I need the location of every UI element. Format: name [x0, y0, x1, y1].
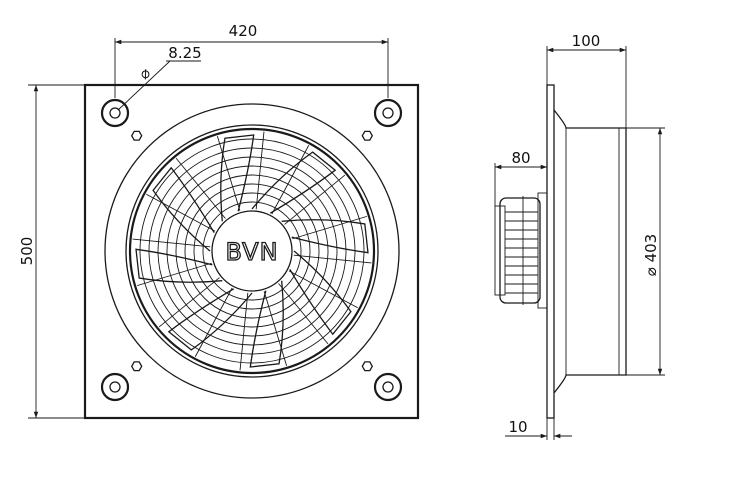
- impeller-blade: [167, 288, 253, 351]
- guard-ring: [166, 165, 338, 337]
- guard-spoke: [216, 135, 241, 211]
- front-view: BVN 420: [18, 22, 420, 420]
- mounting-hole-top-left: [100, 98, 130, 128]
- guard-spoke: [293, 254, 372, 264]
- ring-bolts: [130, 130, 374, 372]
- hub: [211, 210, 293, 292]
- outer-ring: [104, 103, 400, 399]
- brand-logo: BVN: [225, 238, 278, 266]
- side-motor: [494, 192, 548, 309]
- dimension-diameter: ⌀ 403: [626, 127, 665, 376]
- guard-spoke: [158, 277, 220, 328]
- dimension-motor-depth-label: 80: [511, 149, 530, 167]
- guard-spoke: [194, 287, 233, 357]
- guard-rings: [139, 138, 365, 364]
- guard-spokes: [132, 131, 372, 371]
- impeller-blade: [152, 166, 215, 252]
- guard-spoke: [271, 145, 310, 215]
- guard-ring: [193, 192, 311, 310]
- impeller-blade: [281, 219, 369, 254]
- guard-ring: [202, 201, 302, 301]
- guard-spoke: [292, 215, 368, 240]
- hole-diameter-symbol: ⌀: [135, 64, 154, 83]
- dimension-width-label: 420: [229, 22, 258, 40]
- impeller-blade: [289, 250, 352, 336]
- guard-spoke: [175, 157, 226, 219]
- mounting-plate: [83, 83, 420, 420]
- mounting-hole-bottom-right: [373, 372, 403, 402]
- guard-spoke: [132, 238, 211, 248]
- ring-bolt: [130, 130, 143, 141]
- guard-ring: [184, 183, 320, 319]
- dimension-width: 420: [114, 22, 389, 98]
- guard-ring: [157, 156, 347, 346]
- ring-bolt: [361, 361, 374, 372]
- dimension-height-label: 500: [18, 237, 36, 266]
- impeller-blades: [135, 134, 369, 368]
- impeller-blade: [249, 280, 284, 368]
- guard-spoke: [278, 283, 329, 345]
- dimension-depth: 100: [546, 32, 627, 128]
- guard-outer: [128, 127, 376, 375]
- dimension-hole: ⌀ 8.25: [117, 44, 202, 111]
- guard-spoke: [255, 131, 265, 210]
- dimension-thickness-label: 10: [508, 418, 527, 436]
- guard-spoke: [288, 270, 358, 309]
- mounting-hole-top-right: [373, 98, 403, 128]
- side-plate: [546, 84, 555, 419]
- guard-spoke: [146, 193, 216, 232]
- dimension-motor-depth: 80: [494, 149, 548, 206]
- side-housing: [553, 109, 627, 394]
- impeller-blade: [220, 134, 255, 222]
- ring-bolt: [130, 361, 143, 372]
- impeller-blade: [251, 151, 337, 214]
- dimension-depth-label: 100: [572, 32, 601, 50]
- dimension-thickness: 10: [505, 418, 572, 440]
- guard-spoke: [284, 174, 346, 225]
- guard-ring: [175, 174, 329, 328]
- guard-ring: [139, 138, 365, 364]
- guard-spoke: [136, 262, 212, 287]
- impeller-blade: [135, 248, 223, 283]
- ring-bolt: [361, 130, 374, 141]
- guard-spoke: [263, 291, 288, 367]
- dimension-diameter-label: ⌀ 403: [642, 234, 660, 276]
- guard-spoke: [239, 292, 249, 371]
- inner-ring: [125, 124, 379, 378]
- mounting-hole-bottom-left: [100, 372, 130, 402]
- dimension-height: 500: [18, 84, 85, 419]
- hole-diameter-label: 8.25: [168, 44, 201, 62]
- side-view: 100 80 10 ⌀ 403: [494, 32, 665, 440]
